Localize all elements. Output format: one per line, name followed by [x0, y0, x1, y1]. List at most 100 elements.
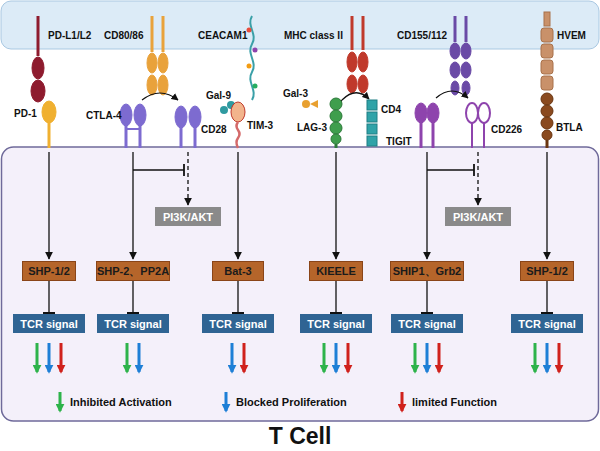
domain [347, 52, 357, 72]
pathway-box: PI3K/AKT [155, 207, 221, 226]
legend-text: Inhibited Activation [70, 396, 172, 409]
proliferation-arrow [138, 343, 141, 372]
activation-arrow [126, 343, 129, 372]
function-arrow [347, 343, 350, 372]
connector-line [546, 281, 547, 313]
lag-3-receptor [330, 98, 342, 148]
inhibition-connector [421, 281, 433, 313]
pd-1-receptor [42, 101, 56, 148]
signal-molecule-box: KIEELE [309, 261, 363, 281]
protein-label: HVEM [557, 30, 586, 42]
protein-label: TIGIT [386, 136, 412, 148]
connector-line [426, 281, 427, 313]
function-arrow [60, 343, 63, 372]
domain [367, 100, 377, 110]
domain [415, 103, 427, 123]
hvem-ligand [541, 12, 553, 90]
apc-membrane [1, 1, 599, 49]
glycan [253, 84, 258, 89]
box-text: SHP-1/2 [28, 265, 70, 277]
stalk [362, 16, 365, 50]
domain [189, 106, 201, 128]
stalk [483, 123, 485, 148]
stalk [151, 16, 154, 52]
effect-arrows [37, 343, 559, 372]
pd-l1-ligand [31, 16, 45, 102]
cd80-ligand [147, 16, 168, 95]
signal-molecule-box: SHP-1/2 [22, 261, 76, 281]
domain [42, 101, 56, 123]
box-text: Bat-3 [224, 265, 252, 277]
domain [541, 76, 553, 90]
protein-label: TIM-3 [247, 120, 273, 132]
inhibition-connector [127, 281, 139, 313]
inhibition-connector [541, 281, 553, 313]
protein-label: CD155/112 [397, 30, 447, 42]
domain [31, 80, 45, 102]
domain [32, 57, 44, 79]
box-text: TCR signal [20, 318, 77, 330]
competition-arrow [142, 93, 178, 100]
inhibition-bar [232, 312, 244, 314]
protein-label: LAG-3 [297, 122, 327, 134]
proliferation-arrow [335, 343, 338, 372]
domain [478, 103, 490, 123]
cd155-ligand [450, 16, 471, 95]
stalk [194, 127, 197, 148]
domain [541, 28, 553, 42]
stalk [546, 140, 549, 148]
domain [450, 43, 460, 59]
inhibition-connector [330, 281, 342, 313]
domain [451, 81, 459, 95]
domain [330, 122, 342, 134]
domain [331, 134, 341, 144]
stalk [351, 16, 354, 50]
inhibition-bar [541, 312, 553, 314]
signal-arrow [335, 152, 336, 259]
proliferation-arrow [546, 343, 549, 372]
ctla-4-receptor [120, 104, 146, 148]
domain [541, 93, 553, 105]
stalk [454, 16, 457, 42]
stalk [465, 16, 468, 42]
inhibition-connector [232, 281, 244, 313]
costim-arrow [187, 152, 188, 205]
stalk [180, 127, 183, 148]
tcr-signal-box: TCR signal [511, 314, 583, 333]
protein-label: CD226 [491, 124, 522, 136]
ceacam1-ligand [247, 16, 258, 100]
stalk [432, 122, 435, 148]
glycan [253, 48, 258, 53]
stalk [335, 144, 338, 148]
connector-line [132, 281, 133, 313]
signal-molecule-box: Bat-3 [212, 261, 264, 281]
stalk [544, 12, 550, 26]
box-text: TCR signal [104, 318, 161, 330]
domain [220, 106, 228, 114]
inhibition-bar [127, 312, 139, 314]
domain [541, 44, 553, 58]
bridge [126, 128, 140, 130]
box-text: SHP-1/2 [526, 265, 568, 277]
stalk [237, 122, 240, 148]
domain [541, 60, 553, 74]
signal-arrow [426, 152, 427, 259]
protein-label: PD-L1/L2 [48, 30, 91, 42]
binding-arrow [342, 93, 369, 100]
signal-molecule-box: SHIP1、Grb2 [390, 261, 464, 281]
connector-line [237, 281, 238, 313]
domain [367, 136, 377, 146]
function-arrow [558, 343, 561, 372]
domain [158, 75, 168, 95]
protein-label: MHC class II [284, 30, 343, 42]
proliferation-arrow [231, 343, 234, 372]
competition-arrow [436, 91, 468, 98]
function-arrow [243, 343, 246, 372]
domain [461, 62, 471, 78]
box-text: SHIP1、Grb2 [393, 264, 461, 279]
domain [450, 62, 460, 78]
domain [302, 100, 310, 108]
domain [466, 103, 478, 123]
protein-label: CD4 [381, 104, 401, 116]
